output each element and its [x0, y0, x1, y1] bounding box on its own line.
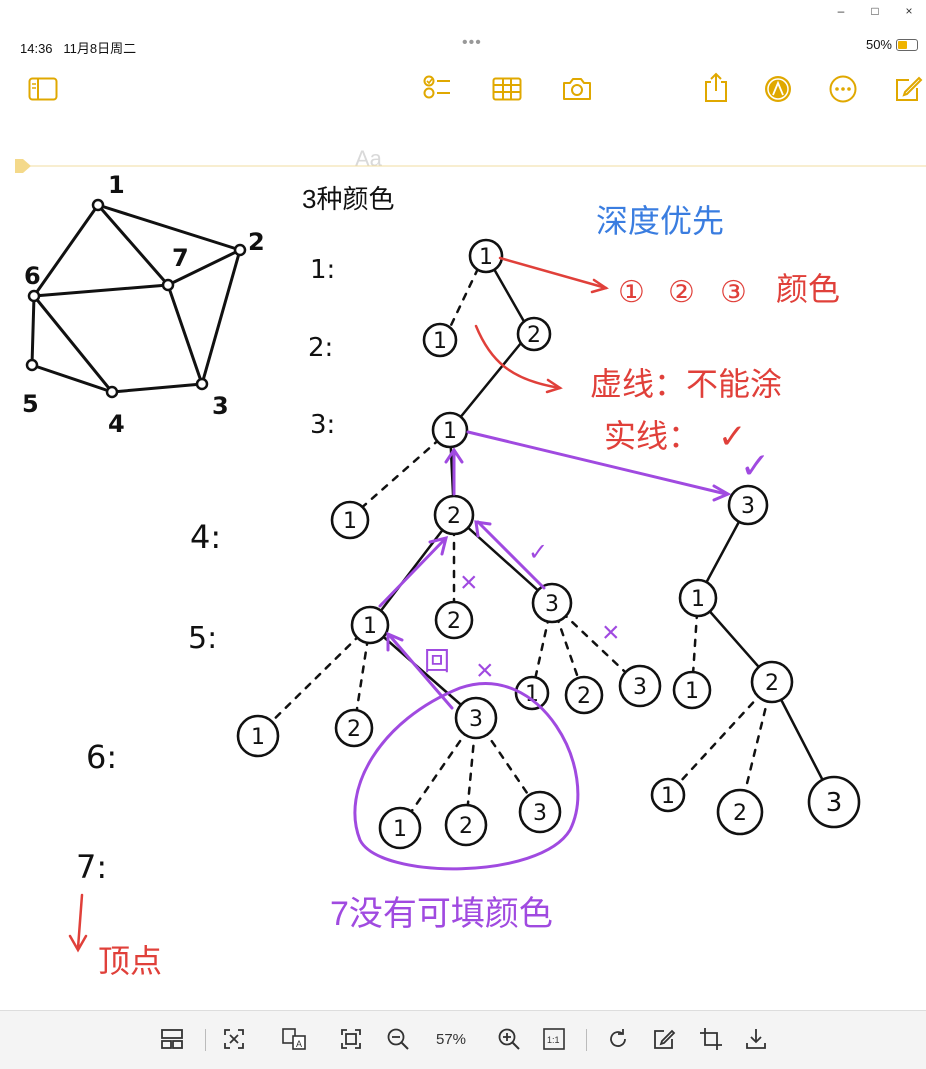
color-word: 颜色 [776, 271, 840, 307]
purple-cross: × [602, 616, 620, 649]
tree-node-label: 2 [347, 717, 361, 742]
tree-node-label: 1 [685, 679, 699, 704]
rotate-icon[interactable] [604, 1025, 632, 1053]
level-label: 2: [308, 333, 333, 363]
download-icon[interactable] [742, 1025, 770, 1053]
compose-icon[interactable] [891, 72, 925, 106]
graph-vertex-label: 1 [108, 171, 125, 199]
tree-node-label: 1 [363, 614, 377, 639]
method-text: 深度优先 [596, 203, 724, 239]
graph-vertex-label: 2 [248, 228, 265, 256]
heading-text: 3种颜色 [302, 184, 394, 214]
level-label: 1: [310, 255, 335, 285]
table-icon[interactable] [490, 72, 524, 106]
backtrack-label: 回 [424, 646, 450, 676]
tree-node-label: 2 [459, 814, 473, 839]
level-label: 4: [190, 518, 221, 556]
zoom-level: 57% [436, 1031, 467, 1048]
tree-node-label: 2 [765, 671, 779, 696]
fit-screen-icon[interactable] [220, 1025, 248, 1053]
handwritten-drawing: 1 2 3 4 5 6 7 3种颜色 深度优先 1: 2: 3: 4: 5: 6… [15, 159, 926, 979]
tree-node-label: 1 [479, 245, 493, 270]
tree-node-label: 1 [443, 419, 457, 444]
actual-size-button[interactable]: 1:1 [540, 1025, 568, 1053]
tree-node-label: 1 [661, 784, 675, 809]
translate-icon[interactable]: A [280, 1025, 308, 1053]
multitask-dots[interactable]: ••• [462, 34, 482, 51]
tree-node-label: 1 [251, 725, 265, 750]
status-bar: 14:36 11月8日周二 ••• 50% [0, 30, 926, 60]
window-controls: – □ × [824, 0, 926, 22]
solid-check: ✓ [718, 418, 747, 456]
tree-node-label: 3 [469, 707, 483, 732]
viewer-bottom-bar: A 57% 1:1 [0, 1010, 926, 1069]
tree-node-label: 1 [433, 329, 447, 354]
level-label: 5: [188, 621, 217, 656]
tree-node-label: 3 [545, 592, 559, 617]
markup-icon[interactable] [761, 72, 795, 106]
battery-icon [896, 38, 918, 51]
sidebar-icon[interactable] [26, 72, 60, 106]
purple-check: ✓ [740, 445, 770, 486]
tree-node-label: 1 [343, 509, 357, 534]
minimize-button[interactable]: – [837, 4, 845, 18]
no-color-note: 7没有可填颜色 [330, 895, 553, 933]
share-icon[interactable] [699, 70, 733, 104]
tree-node-label: 2 [577, 684, 591, 709]
dashed-line-note: 虚线：不能涂 [590, 366, 782, 402]
purple-cross: × [460, 566, 478, 599]
crop-icon[interactable] [697, 1025, 725, 1053]
tree-node-label: 3 [741, 494, 755, 519]
graph-vertex-label: 4 [108, 410, 125, 438]
legend-color-1: ① [618, 276, 645, 309]
vertex-axis-label: 顶点 [98, 943, 162, 979]
purple-cross: × [476, 654, 494, 687]
checklist-icon[interactable] [420, 70, 454, 104]
level-label: 7: [76, 848, 107, 886]
tree-node-label: 3 [633, 675, 647, 700]
level-label: 6: [86, 738, 117, 776]
note-canvas[interactable]: 1 2 3 4 5 6 7 3种颜色 深度优先 1: 2: 3: 4: 5: 6… [0, 120, 926, 1010]
tree-node-label: 2 [527, 323, 541, 348]
zoom-in-icon[interactable] [495, 1025, 523, 1053]
zoom-out-icon[interactable] [384, 1025, 412, 1053]
fullscreen-icon[interactable] [337, 1025, 365, 1053]
tree-node-label: 1 [393, 817, 407, 842]
tree-node-label: 3 [533, 801, 547, 826]
notes-toolbar: Aa [0, 70, 926, 171]
svg-text:A: A [296, 1039, 302, 1049]
legend-color-3: ③ [720, 276, 747, 309]
format-button[interactable]: Aa [355, 146, 382, 171]
solid-line-note: 实线： [604, 418, 700, 454]
legend-color-2: ② [668, 276, 695, 309]
more-icon[interactable] [826, 72, 860, 106]
level-label: 3: [310, 410, 335, 440]
graph-vertex-label: 6 [24, 262, 41, 290]
tree-node-label: 2 [447, 504, 461, 529]
svg-text:1:1: 1:1 [547, 1035, 560, 1045]
status-time: 14:36 11月8日周二 [20, 41, 137, 56]
graph-vertex-label: 7 [172, 244, 189, 272]
tree-node-label: 1 [691, 587, 705, 612]
graph-vertex-label: 5 [22, 390, 39, 418]
tree-node-label: 2 [447, 609, 461, 634]
layout-icon[interactable] [158, 1025, 186, 1053]
maximize-button[interactable]: □ [871, 4, 879, 18]
tree-node-label: 2 [733, 801, 747, 826]
purple-check: ✓ [528, 539, 548, 566]
close-button[interactable]: × [905, 4, 913, 18]
tree-node-label: 3 [826, 788, 843, 818]
edit-icon[interactable] [650, 1025, 678, 1053]
graph-vertex-label: 3 [212, 392, 229, 420]
battery-indicator: 50% [866, 37, 918, 52]
camera-icon[interactable] [560, 72, 594, 106]
